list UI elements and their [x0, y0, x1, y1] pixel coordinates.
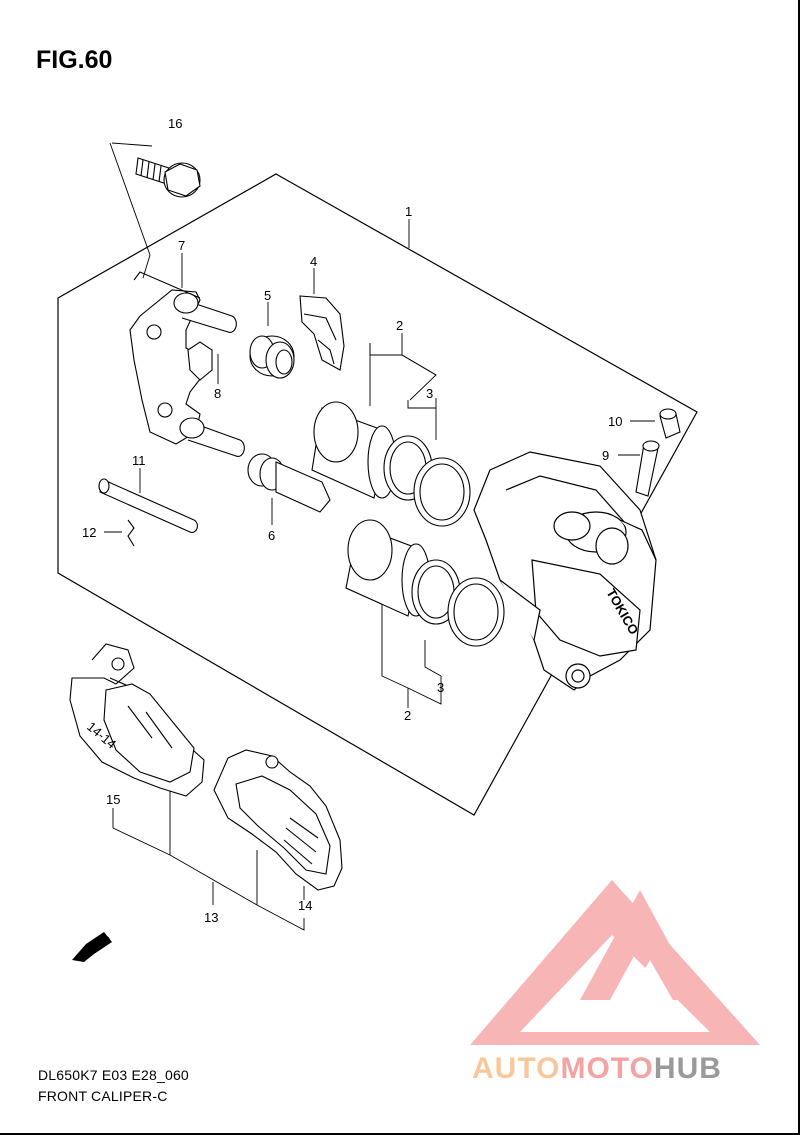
callout-2a: 2: [396, 318, 403, 333]
callout-12: 12: [82, 525, 96, 540]
bolt-part: [135, 157, 201, 198]
slide-pin-part: [247, 453, 331, 513]
pad-spring-part: [299, 295, 345, 371]
caliper-bracket: [129, 271, 245, 457]
callout-3a: 3: [426, 386, 433, 401]
callout-9: 9: [602, 448, 609, 463]
callout-2b: 2: [404, 708, 411, 723]
pad-pin-part: [98, 478, 198, 547]
figure-title: FIG.60: [36, 46, 113, 74]
callout-14: 14: [298, 898, 312, 913]
bleeder-parts: [635, 408, 681, 497]
piston-lower: [345, 519, 505, 647]
callout-7: 7: [178, 238, 185, 253]
leader-lines: [104, 142, 655, 931]
figure-name: FRONT CALIPER-C: [38, 1088, 168, 1104]
brake-pad-14: [213, 749, 343, 891]
callout-11: 11: [132, 453, 146, 468]
watermark-logo: [470, 880, 760, 1045]
callout-10: 10: [608, 414, 622, 429]
watermark-text: AUTOMOTOHUB: [472, 1052, 722, 1086]
caliper-body: [473, 451, 657, 691]
brake-pad-15: [69, 643, 205, 797]
watermark-part-auto: AUTO: [472, 1052, 561, 1085]
assembly-outline: [57, 173, 698, 816]
figure-code: DL650K7 E03 E28_060: [38, 1067, 189, 1083]
fwd-arrow-icon: [72, 932, 112, 962]
callout-13: 13: [204, 910, 218, 925]
callout-5: 5: [264, 288, 271, 303]
watermark-part-moto: MOTO: [560, 1052, 654, 1085]
callout-3b: 3: [437, 680, 444, 695]
callout-15: 15: [106, 792, 120, 807]
piston-upper: [311, 401, 471, 527]
callout-1: 1: [405, 204, 412, 219]
watermark-part-hub: HUB: [653, 1052, 722, 1085]
boot-part: [249, 335, 295, 379]
callout-16: 16: [168, 116, 182, 131]
callout-8: 8: [214, 386, 221, 401]
callout-4: 4: [310, 254, 317, 269]
callout-6: 6: [268, 528, 275, 543]
fwd-label: FWD: [80, 932, 113, 959]
